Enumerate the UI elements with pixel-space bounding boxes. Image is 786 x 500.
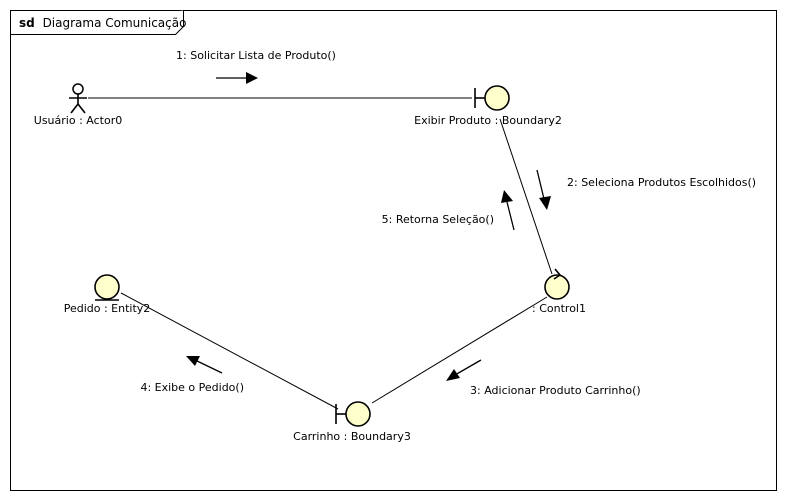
- entity2-icon[interactable]: [94, 274, 120, 301]
- message-2-arrow: [536, 169, 551, 210]
- actor-icon[interactable]: [69, 83, 87, 114]
- message-4-arrow: [186, 356, 223, 374]
- frame-title-tab: [10, 10, 184, 35]
- link-boundary3-entity2[interactable]: [120, 292, 339, 410]
- message-4-label[interactable]: 4: Exibe o Pedido(): [140, 381, 244, 394]
- message-5-label[interactable]: 5: Retorna Seleção(): [382, 213, 494, 226]
- boundary3-label: Carrinho : Boundary3: [293, 430, 411, 443]
- boundary2-label: Exibir Produto : Boundary2: [414, 114, 562, 127]
- message-2-label[interactable]: 2: Seleciona Produtos Escolhidos(): [567, 176, 756, 189]
- message-3-arrow: [446, 359, 482, 381]
- frame-keyword: sd: [19, 16, 35, 30]
- boundary2-icon[interactable]: [474, 85, 510, 111]
- link-boundary2-control1[interactable]: [499, 118, 553, 275]
- entity2-label: Pedido : Entity2: [64, 302, 151, 315]
- actor-label: Usuário : Actor0: [34, 114, 122, 127]
- message-1-label[interactable]: 1: Solicitar Lista de Produto(): [176, 49, 336, 62]
- frame-title-text: Diagrama Comunicação: [43, 16, 187, 30]
- control1-icon[interactable]: [544, 268, 570, 300]
- control1-label: : Control1: [532, 302, 586, 315]
- boundary3-icon[interactable]: [335, 401, 371, 427]
- message-3-label[interactable]: 3: Adicionar Produto Carrinho(): [470, 384, 641, 397]
- diagram-frame: [10, 10, 777, 491]
- link-control1-boundary3[interactable]: [371, 296, 548, 404]
- message-5-arrow: [501, 190, 515, 231]
- frame-title: sd Diagrama Comunicação: [19, 16, 186, 30]
- message-1-arrow: [216, 72, 258, 84]
